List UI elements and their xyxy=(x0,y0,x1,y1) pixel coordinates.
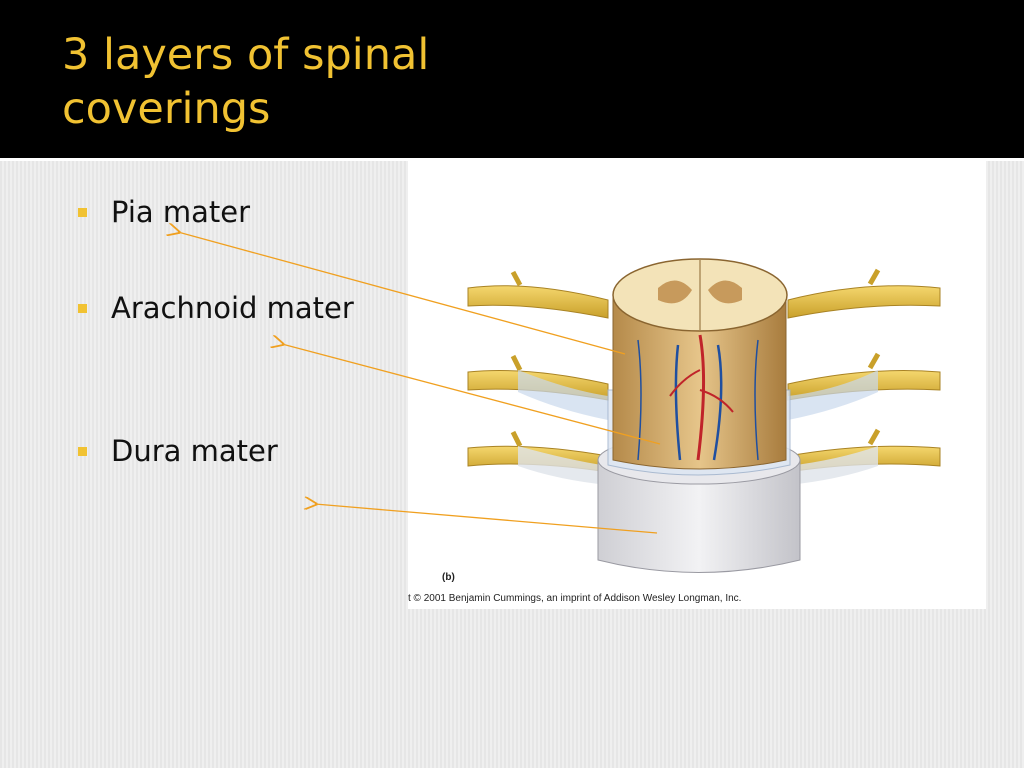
figure-panel-label: (b) xyxy=(442,572,455,583)
arrow-dura-mater xyxy=(315,504,658,534)
spinal-cord-drawing xyxy=(467,258,941,573)
figure-copyright: t © 2001 Benjamin Cummings, an imprint o… xyxy=(408,593,742,604)
spinal-cord-illustration: (b) t © 2001 Benjamin Cummings, an impri… xyxy=(408,160,986,609)
title-bar: 3 layers of spinal coverings xyxy=(0,0,1024,158)
arrow-pia-mater xyxy=(178,232,626,355)
title-divider xyxy=(0,158,1024,161)
arrow-arachnoid-mater xyxy=(282,344,661,445)
pia-mater-cord xyxy=(612,258,788,470)
slide-title: 3 layers of spinal coverings xyxy=(62,28,622,136)
slide-title-line-1: 3 layers of spinal xyxy=(62,30,430,80)
slide-title-line-2: coverings xyxy=(62,84,271,134)
